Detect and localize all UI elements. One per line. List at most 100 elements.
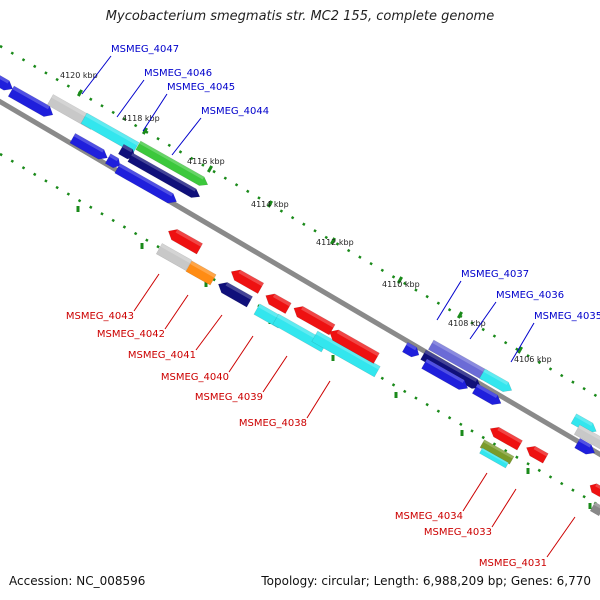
gene-gray-l-highlight bbox=[578, 424, 600, 443]
gene-label-msmeg_4031[interactable]: MSMEG_4031 bbox=[479, 558, 547, 569]
gene-red-e-highlight bbox=[336, 329, 380, 357]
gene-label-msmeg_4036[interactable]: MSMEG_4036 bbox=[496, 290, 564, 301]
gene-label-msmeg_4038[interactable]: MSMEG_4038 bbox=[239, 418, 307, 429]
gene-red-h-shape[interactable] bbox=[524, 443, 549, 464]
gene-label-msmeg_4044[interactable]: MSMEG_4044 bbox=[201, 106, 269, 117]
gene-blue-g-highlight bbox=[406, 342, 417, 351]
gene-msmeg4041[interactable] bbox=[215, 279, 253, 308]
leader-line bbox=[228, 335, 254, 373]
major-tick bbox=[76, 89, 84, 97]
gene-blue-m[interactable] bbox=[574, 437, 598, 457]
leader-line bbox=[195, 314, 223, 351]
gene-msmeg4044-highlight bbox=[139, 140, 205, 180]
gene-red-b-shape[interactable] bbox=[228, 266, 265, 294]
gene-label-msmeg_4045[interactable]: MSMEG_4045 bbox=[167, 82, 235, 93]
gene-red-e[interactable] bbox=[327, 326, 380, 364]
gene-label-msmeg_4041[interactable]: MSMEG_4041 bbox=[128, 350, 196, 361]
gene-blue-d[interactable] bbox=[104, 153, 123, 170]
gene-msmeg4043[interactable] bbox=[155, 243, 193, 271]
leader-line bbox=[171, 117, 202, 156]
gene-red-h[interactable] bbox=[524, 443, 549, 464]
gene-msmeg4046-shape[interactable] bbox=[80, 112, 140, 154]
gene-msmeg4034-shape[interactable] bbox=[479, 439, 515, 465]
gene-red-a-highlight bbox=[175, 229, 203, 247]
gene-label-msmeg_4046[interactable]: MSMEG_4046 bbox=[144, 68, 212, 79]
gene-cyan-g[interactable] bbox=[479, 447, 509, 469]
gene-navy-h-highlight bbox=[424, 349, 478, 382]
gene-red-i-shape[interactable] bbox=[587, 481, 600, 498]
gene-blue-g-shape[interactable] bbox=[401, 341, 421, 359]
gene-red-a-shape[interactable] bbox=[165, 226, 203, 255]
gene-label-msmeg_4042[interactable]: MSMEG_4042 bbox=[97, 329, 165, 340]
gene-gray-j[interactable] bbox=[589, 501, 600, 517]
gene-blue-m-shape[interactable] bbox=[574, 437, 598, 457]
gene-blue-j-highlight bbox=[476, 383, 498, 399]
scale-label: 4114 kbp bbox=[251, 200, 289, 209]
gene-msmeg4038[interactable] bbox=[311, 330, 381, 378]
gene-red-f[interactable] bbox=[487, 424, 523, 451]
gene-red-e-shape[interactable] bbox=[327, 326, 380, 364]
gene-blue-i[interactable] bbox=[421, 358, 471, 393]
gene-msmeg4036[interactable] bbox=[479, 368, 514, 395]
gene-blue-a-shape[interactable] bbox=[0, 73, 15, 93]
gene-msmeg4046-highlight bbox=[85, 113, 140, 146]
gene-gray-l[interactable] bbox=[573, 424, 600, 450]
gene-msmeg4036-shape[interactable] bbox=[479, 368, 514, 395]
gene-msmeg4042-shape[interactable] bbox=[185, 260, 217, 286]
gene-label-msmeg_4040[interactable]: MSMEG_4040 bbox=[161, 372, 229, 383]
gene-blue-g[interactable] bbox=[401, 341, 421, 359]
gene-blue-f[interactable] bbox=[114, 163, 180, 206]
gene-blue-d-highlight bbox=[108, 153, 119, 162]
gene-blue-d-shape[interactable] bbox=[104, 153, 123, 170]
gene-blue-b-shape[interactable] bbox=[7, 85, 56, 120]
leader-line bbox=[491, 488, 517, 528]
gene-red-i[interactable] bbox=[587, 481, 600, 498]
gene-label-msmeg_4033[interactable]: MSMEG_4033 bbox=[424, 527, 492, 538]
gene-red-d-highlight bbox=[301, 306, 336, 328]
leader-line bbox=[306, 380, 331, 419]
major-tick bbox=[141, 127, 149, 135]
gene-msmeg4034-highlight bbox=[483, 439, 515, 459]
gene-blue-a[interactable] bbox=[0, 73, 15, 93]
gene-blue-b[interactable] bbox=[7, 85, 56, 120]
gene-msmeg4046[interactable] bbox=[80, 112, 140, 154]
gene-msmeg4043-shape[interactable] bbox=[155, 243, 193, 271]
gene-msmeg4045-highlight bbox=[122, 144, 133, 153]
gene-blue-c[interactable] bbox=[69, 133, 110, 162]
gene-msmeg4044-shape[interactable] bbox=[135, 140, 211, 189]
gene-msmeg4034[interactable] bbox=[479, 439, 515, 465]
gene-blue-j-shape[interactable] bbox=[471, 383, 504, 408]
scale-label: 4112 kbp bbox=[316, 238, 354, 247]
gene-blue-f-shape[interactable] bbox=[114, 163, 180, 206]
gene-red-c-shape[interactable] bbox=[263, 290, 292, 314]
gene-navy-e-shape[interactable] bbox=[127, 152, 203, 201]
gene-blue-i-shape[interactable] bbox=[421, 358, 471, 393]
gene-navy-e-highlight bbox=[131, 152, 197, 192]
leader-line bbox=[469, 301, 497, 340]
gene-label-msmeg_4034[interactable]: MSMEG_4034 bbox=[395, 511, 463, 522]
gene-cyan-g-shape[interactable] bbox=[479, 447, 509, 469]
gene-label-msmeg_4047[interactable]: MSMEG_4047 bbox=[111, 44, 179, 55]
gene-navy-e[interactable] bbox=[127, 152, 203, 201]
gene-red-a[interactable] bbox=[165, 226, 203, 255]
gene-blue-c-shape[interactable] bbox=[69, 133, 110, 162]
gene-label-msmeg_4037[interactable]: MSMEG_4037 bbox=[461, 269, 529, 280]
gene-msmeg4041-shape[interactable] bbox=[215, 279, 253, 308]
gene-label-msmeg_4035[interactable]: MSMEG_4035 bbox=[534, 311, 600, 322]
gene-label-msmeg_4039[interactable]: MSMEG_4039 bbox=[195, 392, 263, 403]
gene-msmeg4042[interactable] bbox=[185, 260, 217, 286]
gene-msmeg4044[interactable] bbox=[135, 140, 211, 189]
gene-msmeg4038-shape[interactable] bbox=[311, 330, 381, 378]
gene-red-f-shape[interactable] bbox=[487, 424, 523, 451]
gene-red-c[interactable] bbox=[263, 290, 292, 314]
scale-label: 4108 kbp bbox=[448, 319, 486, 328]
leader-line bbox=[81, 55, 112, 95]
gene-gray-l-shape[interactable] bbox=[573, 424, 600, 450]
gene-label-msmeg_4043[interactable]: MSMEG_4043 bbox=[66, 311, 134, 322]
gene-blue-j[interactable] bbox=[471, 383, 504, 408]
gene-msmeg4041-highlight bbox=[225, 282, 253, 300]
gene-red-b[interactable] bbox=[228, 266, 265, 294]
gene-blue-f-highlight bbox=[118, 163, 174, 197]
